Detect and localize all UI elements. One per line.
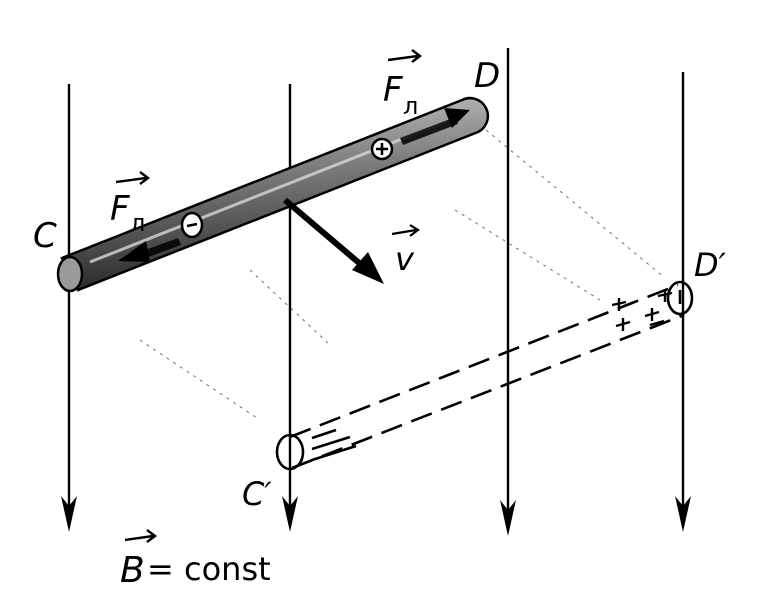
velocity-arrow (283, 197, 384, 284)
field-lines (67, 48, 685, 530)
ghost-end-c-prime (275, 433, 305, 471)
label-force-upper: F л (383, 49, 422, 120)
field-arrowhead-4 (675, 496, 691, 532)
label-field: B = const (120, 529, 271, 591)
ghost-end-d-prime (666, 280, 694, 316)
force-arrow-upper (400, 108, 470, 145)
ghost-rod-bottom-edge (291, 313, 685, 470)
label-d-prime: D′ (694, 246, 727, 284)
label-d: D (474, 56, 500, 96)
svg-text:F: F (110, 189, 130, 229)
field-arrowhead-1 (61, 496, 77, 532)
projection-lines (139, 124, 666, 421)
svg-text:B: B (120, 550, 145, 591)
svg-text:F: F (383, 70, 403, 110)
force-arrow-lower (118, 238, 181, 262)
rod-end-c (56, 255, 84, 293)
conductor-later-position (275, 280, 694, 471)
label-velocity: v (391, 224, 420, 278)
svg-text:л: л (403, 92, 418, 120)
label-c: C (33, 216, 57, 256)
svg-text:= const: = const (147, 550, 271, 588)
field-arrowhead-2 (282, 496, 298, 532)
label-force-lower: F л (110, 171, 150, 237)
field-arrowheads (61, 496, 691, 536)
ghost-charges (611, 289, 673, 331)
negative-charge (180, 211, 204, 239)
svg-text:л: л (130, 209, 145, 237)
label-c-prime: C′ (242, 475, 272, 513)
field-arrowhead-3 (500, 500, 516, 536)
rod-highlight (89, 116, 456, 264)
svg-text:v: v (395, 240, 415, 278)
ghost-rod-top-edge (289, 283, 679, 439)
positive-charge (370, 137, 394, 161)
